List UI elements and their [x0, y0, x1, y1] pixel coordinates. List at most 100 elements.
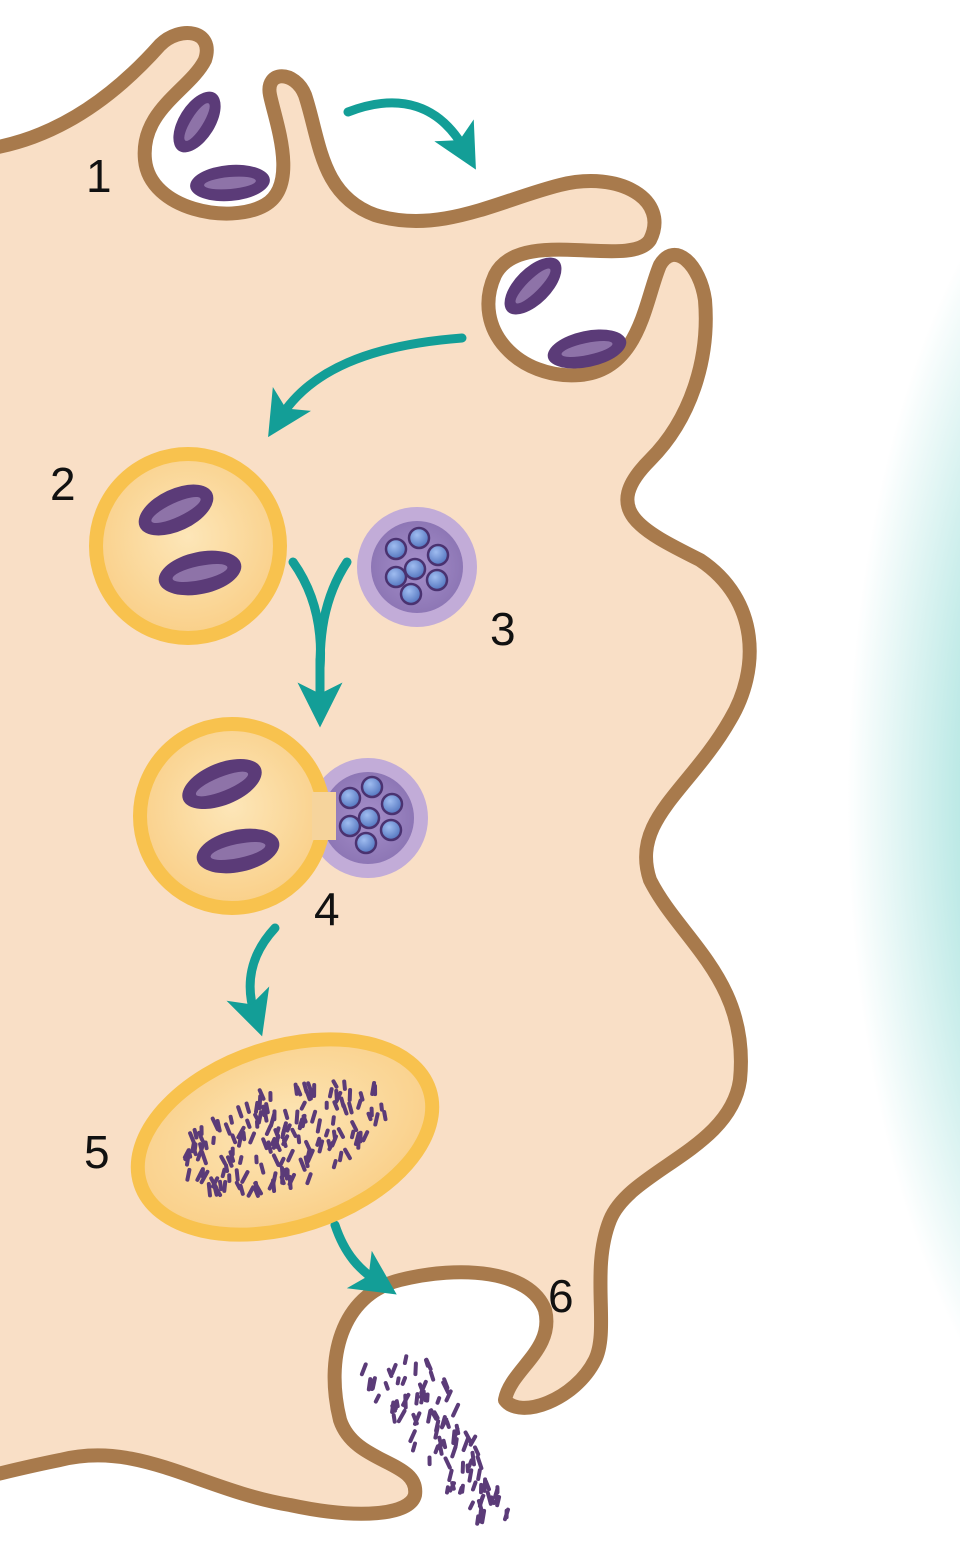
- debris-fragment-icon: [197, 1130, 205, 1143]
- debris-fragment-icon: [246, 1185, 255, 1198]
- debris-fragment-icon: [411, 1441, 417, 1453]
- debris-fragment-icon: [461, 1437, 470, 1452]
- debris-fragment-icon: [470, 1450, 476, 1467]
- debris-fragment-icon: [413, 1361, 418, 1377]
- digestive-enzyme-granule-icon: [338, 814, 362, 838]
- debris-fragment-icon: [234, 1180, 242, 1191]
- debris-fragment-icon: [411, 1412, 419, 1426]
- debris-fragment-icon: [396, 1409, 407, 1424]
- debris-fragment-icon: [192, 1127, 199, 1140]
- debris-fragment-icon: [433, 1444, 440, 1455]
- phagolysosome-fusion: [133, 717, 428, 915]
- debris-fragment-icon: [296, 1134, 302, 1145]
- debris-fragment-icon: [290, 1127, 298, 1138]
- residual-body: [130, 1032, 440, 1242]
- debris-fragment-icon: [241, 1130, 247, 1142]
- debris-fragment-icon: [342, 1079, 347, 1091]
- debris-fragment-icon: [440, 1415, 447, 1429]
- digestive-enzyme-granule-icon: [379, 818, 403, 842]
- debris-fragment-icon: [248, 1131, 256, 1145]
- debris-fragment-icon: [256, 1110, 263, 1125]
- debris-fragment-icon: [359, 1362, 368, 1377]
- debris-fragment-icon: [283, 1108, 290, 1120]
- debris-fragment-icon: [444, 1389, 453, 1403]
- debris-fragment-icon: [222, 1180, 228, 1193]
- debris-fragment-icon: [224, 1163, 230, 1173]
- debris-fragment-icon: [315, 1118, 322, 1134]
- debris-fragment-icon: [370, 1081, 377, 1096]
- digestive-enzyme-granule-icon: [407, 526, 431, 550]
- debris-fragment-icon: [428, 1370, 436, 1382]
- particle-highlight: [172, 564, 228, 582]
- debris-fragment-icon: [434, 1419, 441, 1433]
- debris-fragment-icon: [435, 1396, 442, 1405]
- debris-fragment-icon: [467, 1468, 474, 1483]
- debris-fragment-icon: [281, 1134, 290, 1147]
- debris-fragment-icon: [310, 1109, 318, 1124]
- debris-fragment-icon: [328, 1087, 334, 1099]
- debris-fragment-icon: [195, 1168, 205, 1182]
- debris-fragment-icon: [240, 1170, 250, 1184]
- debris-fragment-icon: [494, 1494, 500, 1504]
- step-label-3: 3: [490, 603, 516, 655]
- debris-fragment-icon: [305, 1172, 313, 1186]
- debris-fragment-icon: [264, 1102, 270, 1115]
- phagosome: [89, 447, 287, 645]
- digestive-enzyme-granule-icon: [384, 537, 408, 561]
- debris-fragment-icon: [366, 1111, 373, 1122]
- digested-debris: [182, 1079, 388, 1198]
- particle-highlight: [210, 842, 266, 860]
- debris-fragment-icon: [426, 1409, 433, 1424]
- debris-fragment-icon: [454, 1423, 461, 1436]
- debris-fragment-icon: [331, 1115, 336, 1126]
- debris-fragment-icon: [192, 1142, 198, 1154]
- digestive-enzyme-granule-icon: [399, 582, 423, 606]
- debris-fragment-icon: [390, 1404, 397, 1413]
- debris-fragment-icon: [373, 1112, 380, 1127]
- debris-fragment-icon: [503, 1507, 510, 1522]
- digestive-enzyme-granule-icon: [380, 792, 404, 816]
- debris-fragment-icon: [361, 1130, 370, 1143]
- debris-fragment-icon: [317, 1139, 325, 1154]
- debris-fragment-icon: [477, 1508, 483, 1524]
- debris-fragment-icon: [306, 1081, 314, 1095]
- debris-fragment-icon: [286, 1148, 295, 1163]
- debris-fragment-icon: [463, 1430, 473, 1445]
- debris-fragment-icon: [347, 1101, 354, 1115]
- debris-fragment-icon: [485, 1490, 493, 1506]
- debris-fragment-icon: [281, 1121, 288, 1136]
- arrow-4-to-5: [226, 923, 280, 1037]
- debris-fragment-icon: [304, 1088, 312, 1102]
- debris-fragment-icon: [226, 1155, 234, 1168]
- debris-fragment-icon: [475, 1514, 481, 1526]
- debris-fragment-icon: [453, 1437, 459, 1448]
- debris-fragment-icon: [356, 1098, 363, 1110]
- debris-fragment-icon: [293, 1082, 299, 1096]
- digestive-enzyme-granule-icon: [403, 557, 427, 581]
- debris-fragment-icon: [391, 1413, 397, 1424]
- debris-fragment-icon: [261, 1137, 269, 1151]
- debris-fragment-icon: [482, 1477, 488, 1493]
- digestive-enzyme-granule-icon: [426, 543, 450, 567]
- debris-fragment-icon: [379, 1102, 384, 1112]
- debris-fragment-icon: [366, 1377, 373, 1392]
- digestive-enzyme-granule-icon: [360, 775, 384, 799]
- debris-fragment-icon: [185, 1167, 192, 1182]
- debris-fragment-icon: [188, 1131, 197, 1146]
- debris-fragment-icon: [395, 1376, 401, 1386]
- debris-fragment-icon: [210, 1176, 220, 1189]
- debris-fragment-icon: [373, 1393, 381, 1404]
- debris-fragment-icon: [299, 1100, 307, 1111]
- debris-fragment-icon: [390, 1363, 398, 1376]
- debris-fragment-icon: [234, 1168, 240, 1182]
- debris-fragment-icon: [480, 1508, 487, 1525]
- digestive-enzyme-granule-icon: [425, 568, 449, 592]
- digestive-enzyme-granule-icon: [354, 831, 378, 855]
- particle-highlight: [195, 771, 249, 797]
- step-label-1: 1: [86, 150, 112, 202]
- debris-fragment-icon: [301, 1114, 308, 1124]
- debris-fragment-icon: [458, 1485, 464, 1495]
- debris-fragment-icon: [326, 1139, 332, 1148]
- debris-fragment-icon: [252, 1185, 260, 1198]
